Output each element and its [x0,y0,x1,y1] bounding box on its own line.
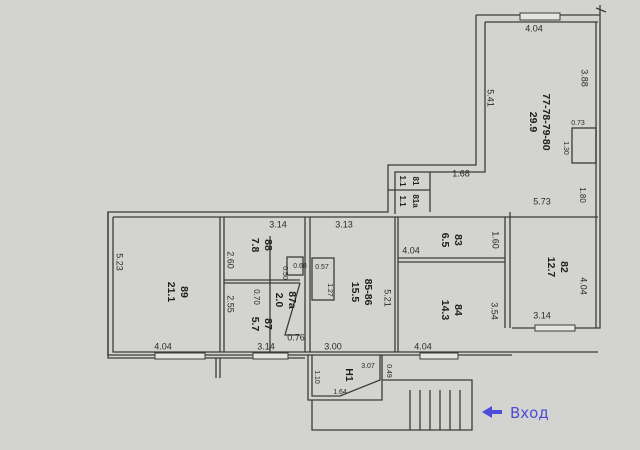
svg-text:15.5: 15.5 [349,282,361,303]
svg-text:4.04: 4.04 [154,341,172,351]
svg-text:0.73: 0.73 [571,120,585,127]
room-87: 875.7 [249,317,274,332]
arrow-left-icon [482,406,502,418]
svg-text:3.88: 3.88 [580,69,590,87]
room-88: 887.8 [249,238,274,253]
svg-text:4.04: 4.04 [525,23,543,33]
windows [154,12,576,360]
svg-text:5.7: 5.7 [249,317,261,332]
entrance-marker: Вход [482,404,549,422]
svg-text:29.9: 29.9 [527,112,539,133]
svg-text:1.80: 1.80 [578,187,587,203]
svg-text:77-78-79-80: 77-78-79-80 [540,93,552,150]
svg-text:3.54: 3.54 [490,302,500,320]
svg-text:5.73: 5.73 [533,196,551,206]
room-83: 836.5 [439,233,464,248]
entrance-label: Вход [510,404,549,422]
svg-text:4.04: 4.04 [402,245,420,255]
svg-text:12.7: 12.7 [545,257,557,278]
svg-text:1.1: 1.1 [398,175,407,187]
svg-text:1.1: 1.1 [398,195,407,207]
svg-text:3.00: 3.00 [324,341,342,351]
svg-text:Н1: Н1 [343,368,355,382]
svg-text:2.0: 2.0 [273,293,285,308]
dimension-labels: 5.23 4.04 3.14 2.60 2.55 0.70 3.14 0.76 … [115,23,590,395]
svg-text:7.8: 7.8 [249,238,261,253]
svg-text:82: 82 [558,261,570,273]
svg-text:3.07: 3.07 [361,363,375,370]
svg-text:89: 89 [178,286,190,298]
svg-text:84: 84 [452,304,464,316]
svg-text:81: 81 [411,177,420,186]
svg-text:5.21: 5.21 [383,289,393,307]
svg-text:3.14: 3.14 [269,219,287,229]
svg-text:0.57: 0.57 [315,264,329,271]
svg-text:14.3: 14.3 [439,300,451,321]
svg-text:1.30: 1.30 [562,141,569,155]
svg-text:0.49: 0.49 [385,364,392,378]
svg-text:0.50: 0.50 [281,266,288,280]
walls [107,5,607,431]
svg-text:0.68: 0.68 [293,263,307,270]
svg-text:0.70: 0.70 [252,289,261,305]
svg-text:5.23: 5.23 [115,253,125,271]
svg-text:88: 88 [262,239,274,251]
svg-text:1.64: 1.64 [333,389,347,396]
svg-text:3.14: 3.14 [257,341,275,351]
svg-text:2.60: 2.60 [226,251,236,269]
svg-text:3.14: 3.14 [533,310,551,320]
svg-text:21.1: 21.1 [165,282,177,303]
svg-text:85-86: 85-86 [362,279,374,306]
svg-text:0.76: 0.76 [287,332,305,342]
svg-text:87: 87 [262,318,274,330]
svg-text:1.68: 1.68 [452,168,470,178]
svg-text:83: 83 [452,234,464,246]
svg-text:4.04: 4.04 [414,341,432,351]
svg-text:6.5: 6.5 [439,233,451,248]
room-81a: 81а 1.1 [398,194,420,208]
svg-text:87а: 87а [286,291,298,309]
svg-text:1.10: 1.10 [313,370,320,384]
svg-text:3.13: 3.13 [335,219,353,229]
svg-text:5.41: 5.41 [486,89,496,107]
svg-text:1.60: 1.60 [491,231,501,249]
svg-text:81а: 81а [411,194,420,208]
svg-text:4.04: 4.04 [579,277,589,295]
room-81: 811.1 [398,175,420,187]
room-n1: Н1 [343,368,355,382]
svg-text:1.27: 1.27 [326,283,333,297]
svg-text:2.55: 2.55 [226,295,236,313]
